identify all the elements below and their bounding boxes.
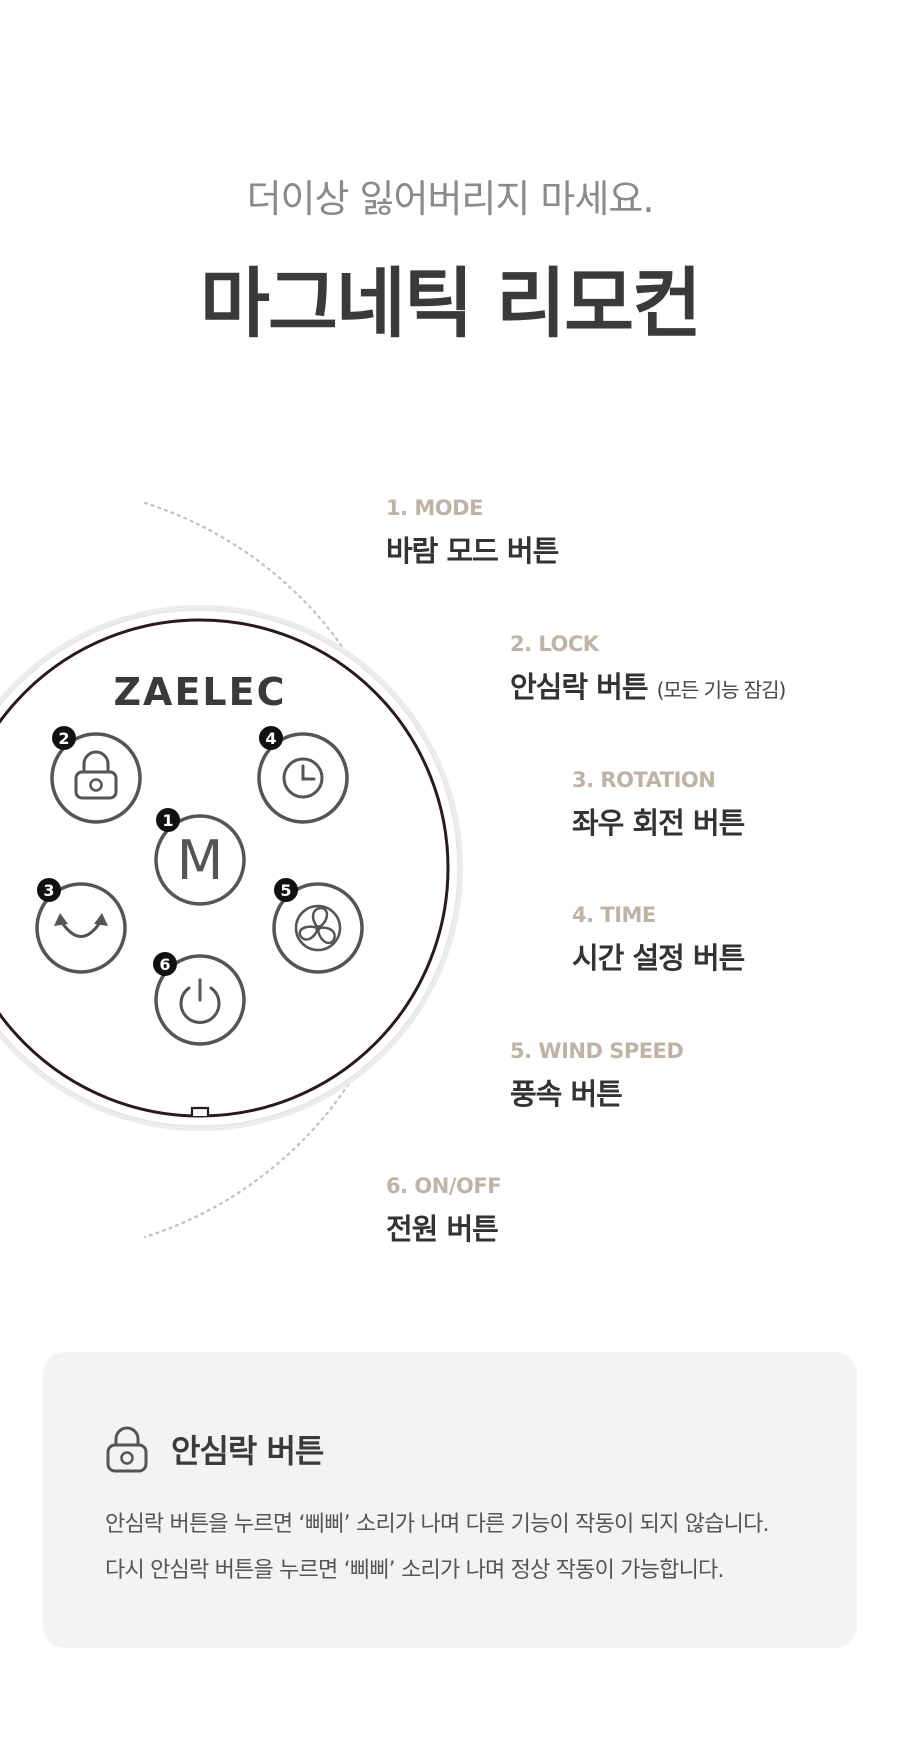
label-lock: 2. LOCK 안심락 버튼 (모든 기능 잠김) [510,632,787,706]
label-rotation: 3. ROTATION 좌우 회전 버튼 [572,768,745,842]
label-lock-note: (모든 기능 잠김) [656,678,787,702]
label-rotation-ko: 좌우 회전 버튼 [572,806,745,840]
label-rotation-en: 3. ROTATION [572,768,716,792]
label-mode: 1. MODE 바람 모드 버튼 [386,496,559,570]
rotation-icon [54,913,108,938]
label-time-ko: 시간 설정 버튼 [572,941,745,975]
remote-notch [190,1106,210,1116]
fan-icon [294,904,342,952]
badge-5: 5 [280,881,291,900]
label-wind-speed-en: 5. WIND SPEED [510,1039,684,1063]
lock-icon [74,750,118,800]
lock-info-card: 안심락 버튼 안심락 버튼을 누르면 ‘삐삐’ 소리가 나며 다른 기능이 작동… [43,1352,857,1648]
label-mode-ko: 바람 모드 버튼 [386,534,559,568]
label-lock-en: 2. LOCK [510,632,599,656]
label-wind-speed-ko: 풍속 버튼 [510,1077,623,1111]
badge-3: 3 [43,881,54,900]
badge-4: 4 [265,729,276,748]
clock-icon [282,757,324,799]
label-power: 6. ON/OFF 전원 버튼 [386,1174,502,1248]
page-subtitle: 더이상 잃어버리지 마세요. [246,177,655,221]
label-time-en: 4. TIME [572,903,656,927]
remote-brand: ZAELEC [114,670,287,714]
info-line-2: 다시 안심락 버튼을 누르면 ‘삐삐’ 소리가 나며 정상 작동이 가능합니다. [105,1558,724,1583]
info-description: 안심락 버튼을 누르면 ‘삐삐’ 소리가 나며 다른 기능이 작동이 되지 않습… [105,1502,845,1594]
label-power-ko: 전원 버튼 [386,1212,499,1246]
power-button[interactable]: 6 [153,952,246,1046]
info-line-1: 안심락 버튼을 누르면 ‘삐삐’ 소리가 나며 다른 기능이 작동이 되지 않습… [105,1512,770,1537]
label-lock-ko-text: 안심락 버튼 [510,670,648,704]
badge-6: 6 [159,955,170,974]
lock-button[interactable]: 2 [50,726,142,824]
wind-speed-button[interactable]: 5 [272,878,364,974]
rotation-button[interactable]: 3 [35,878,127,974]
badge-2: 2 [58,729,69,748]
power-icon [179,978,221,1024]
label-wind-speed: 5. WIND SPEED 풍속 버튼 [510,1039,684,1113]
label-lock-ko: 안심락 버튼 (모든 기능 잠김) [510,664,787,706]
label-mode-en: 1. MODE [386,496,483,520]
mode-button[interactable]: M 1 [154,808,246,906]
dotted-arc [143,501,415,1239]
info-header: 안심락 버튼 [105,1425,324,1473]
m-letter-icon: M [177,829,224,892]
label-power-en: 6. ON/OFF [386,1174,502,1198]
remote-diagram: ZAELEC M 1 2 3 4 [0,501,463,1239]
time-button[interactable]: 4 [257,726,349,824]
badge-1: 1 [162,811,173,830]
info-title: 안심락 버튼 [171,1432,324,1470]
lock-icon [106,1426,148,1473]
label-time: 4. TIME 시간 설정 버튼 [572,903,745,977]
page-title: 마그네틱 리모컨 [200,259,702,348]
